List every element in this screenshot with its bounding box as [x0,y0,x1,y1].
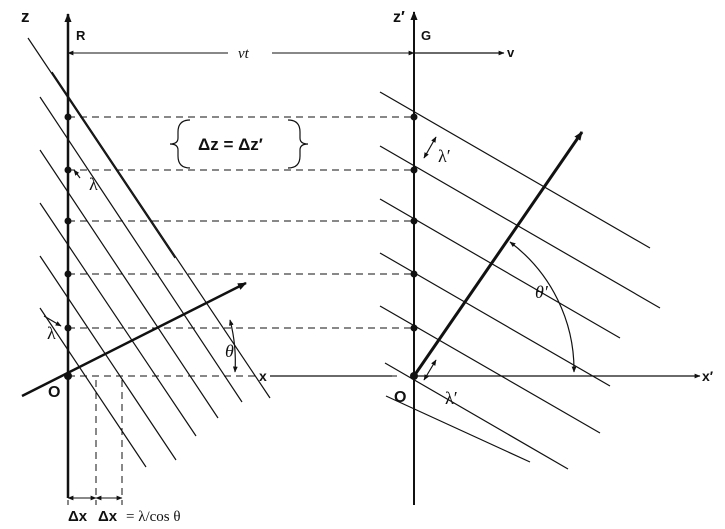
right-dot [410,166,418,174]
right-frame: z′ G v x′ O θ′ λ′ λ′ [379,9,714,505]
left-lambda-arrow [43,315,62,327]
left-wavefront [39,96,243,403]
left-lambda-bottom-label: λ [47,323,56,343]
right-propagation-arrow [412,131,584,377]
left-angle-arc [229,319,238,373]
left-lambda-top-label: λ [89,174,98,194]
left-angle-label: θ [225,341,234,361]
left-delta-x-markers [67,380,123,505]
shared-elements: vt Δz = Δz′ [67,46,415,377]
delta-z-brace-right [287,119,309,169]
right-dot [410,270,418,278]
delta-z-brace-left [169,119,191,169]
right-origin-label: O [394,389,406,406]
left-wavefront [27,37,176,259]
right-origin-dot [410,372,418,380]
dashed-connectors [68,116,414,377]
right-lambda-arrow-bottom [423,359,437,381]
right-wavefront [385,395,531,463]
right-frame-label: G [421,28,431,43]
right-dot [410,217,418,225]
right-lambda-top-label: λ′ [438,146,451,166]
delta-x-formula: = λ/cos θ [126,509,181,525]
left-origin-label: O [48,384,60,401]
right-wavefront [379,198,621,339]
vt-label: vt [238,46,250,62]
left-propagation-arrow [21,281,247,398]
left-wavefront [39,255,177,461]
left-wavefront [39,202,197,437]
delta-x-label-a: Δx [68,508,88,525]
left-origin-dot [64,372,72,380]
left-x-label: x [259,368,267,384]
delta-x-label-b: Δx [98,508,118,525]
left-frame-label: R [76,28,86,43]
left-wavefront [51,71,271,399]
delta-z-label: Δz = Δz′ [198,135,263,154]
right-lambda-bottom-label: λ′ [445,388,458,408]
right-wavefront [384,362,569,470]
left-lambda-arrow-top [73,169,81,179]
right-lambda-arrow-top [423,136,437,159]
left-z-label: z [21,7,30,26]
velocity-label: v [507,45,515,60]
right-dot [410,113,418,121]
right-intersection-dots [410,113,418,380]
right-wavefronts [379,91,661,470]
left-wavefront [39,149,219,419]
left-wavefronts [27,37,271,468]
left-wavefront [39,307,147,468]
right-dot [410,324,418,332]
right-wavefront [379,145,661,309]
right-angle-arc [509,241,577,373]
left-frame: z R x O θ λ λ Δx Δx = λ/cos θ [21,7,392,525]
right-z-label: z′ [393,9,405,26]
right-angle-label: θ′ [535,282,549,302]
right-x-label: x′ [702,368,714,384]
right-wavefront [379,91,651,249]
